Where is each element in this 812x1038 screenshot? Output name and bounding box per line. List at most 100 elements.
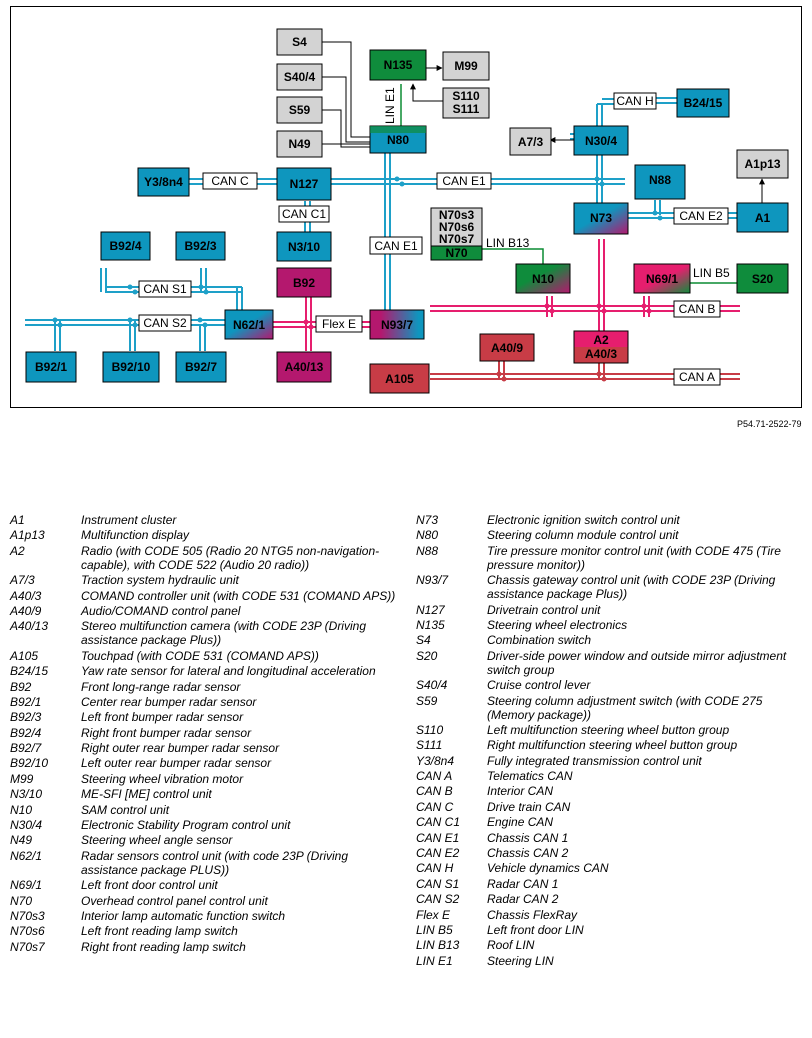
node-n10[interactable]: N10	[515, 263, 571, 294]
node-n62-1[interactable]: N62/1	[224, 309, 274, 340]
legend-description: Electronic Stability Program control uni…	[81, 818, 291, 833]
legend-code: CAN S1	[416, 876, 460, 891]
svg-text:CAN C1: CAN C1	[282, 207, 326, 221]
node-s59[interactable]: S59	[276, 96, 323, 124]
legend-row: S40/4 Cruise control lever	[416, 678, 811, 692]
node-m99[interactable]: M99	[442, 51, 490, 81]
node-b92-3[interactable]: B92/3	[175, 231, 226, 261]
node-b92-4[interactable]: B92/4	[100, 231, 151, 261]
node-s4[interactable]: S4	[276, 28, 323, 56]
legend-description: Cruise control lever	[487, 678, 591, 693]
legend-description: Tire pressure monitor control unit (with…	[487, 543, 781, 572]
svg-text:N70: N70	[445, 246, 467, 260]
legend-description: Left multifunction steering wheel button…	[487, 722, 730, 737]
legend-description: Left front reading lamp switch	[81, 924, 238, 939]
node-n70[interactable]: N70	[430, 245, 483, 261]
node-n69-1[interactable]: N69/1	[633, 263, 691, 294]
node-b92-10[interactable]: B92/10	[102, 351, 160, 383]
node-a1p13[interactable]: A1p13	[736, 149, 789, 179]
node-y3-8n4[interactable]: Y3/8n4	[137, 167, 190, 197]
legend-description: Left front bumper radar sensor	[81, 710, 244, 725]
svg-text:B92/7: B92/7	[185, 360, 217, 374]
label-lin-b13: LIN B13	[486, 236, 530, 250]
node-n80[interactable]: N80	[369, 125, 427, 154]
legend-code: N70s7	[10, 939, 45, 954]
node-b24-15[interactable]: B24/15	[676, 88, 730, 118]
legend-code: N3/10	[10, 787, 43, 802]
legend-description: Touchpad (with CODE 531 (COMAND APS))	[81, 648, 319, 663]
legend-description: Steering wheel vibration motor	[81, 771, 244, 786]
svg-text:A40/3: A40/3	[585, 347, 617, 361]
legend-code: S59	[416, 693, 438, 708]
legend-description: Right front bumper radar sensor	[81, 725, 252, 740]
legend-description: Steering column module control unit	[487, 528, 679, 543]
legend-description: Vehicle dynamics CAN	[487, 861, 609, 876]
node-n93-7[interactable]: N93/7	[369, 309, 425, 340]
legend-code: CAN E1	[416, 830, 460, 845]
legend-code: S4	[416, 633, 431, 648]
svg-text:M99: M99	[454, 59, 478, 73]
node-b92-7[interactable]: B92/7	[175, 351, 227, 383]
node-b92-1[interactable]: B92/1	[25, 351, 77, 383]
diagram-reference: P54.71-2522-79	[737, 419, 802, 429]
legend-description: Center rear bumper radar sensor	[81, 694, 257, 709]
legend-description: Steering column adjustment switch (with …	[487, 693, 763, 722]
node-n73[interactable]: N73	[573, 202, 629, 235]
legend-code: S40/4	[416, 678, 448, 693]
node-a7-3[interactable]: A7/3	[509, 127, 552, 156]
label-can-e1-top: CAN E1	[436, 172, 492, 190]
node-b92[interactable]: B92	[276, 267, 332, 298]
legend-description: Electronic ignition switch control unit	[487, 513, 680, 527]
node-n127[interactable]: N127	[276, 167, 332, 201]
legend-description: Instrument cluster	[81, 513, 177, 527]
legend-description: ME-SFI [ME] control unit	[81, 787, 212, 802]
svg-text:N30/4: N30/4	[585, 134, 617, 148]
node-a40-9[interactable]: A40/9	[479, 333, 535, 362]
node-n30-4[interactable]: N30/4	[573, 125, 629, 156]
legend-description: Steering LIN	[487, 953, 554, 968]
legend-row: N30/4 Electronic Stability Program contro…	[10, 818, 405, 832]
node-n49[interactable]: N49	[276, 130, 323, 158]
legend-description: Fully integrated transmission control un…	[487, 753, 702, 768]
node-a105[interactable]: A105	[369, 363, 430, 394]
svg-text:CAN E1: CAN E1	[374, 239, 418, 253]
svg-text:A40/13: A40/13	[285, 360, 324, 374]
svg-text:A1: A1	[755, 211, 771, 225]
svg-text:CAN H: CAN H	[616, 94, 653, 108]
legend-description: Multifunction display	[81, 528, 190, 543]
node-s20[interactable]: S20	[736, 263, 789, 294]
svg-text:B92/3: B92/3	[184, 239, 216, 253]
node-s40-4[interactable]: S40/4	[276, 63, 323, 91]
svg-text:N80: N80	[387, 133, 409, 147]
legend-code: A40/9	[10, 603, 42, 618]
legend-code: N30/4	[10, 818, 43, 833]
node-a40-13[interactable]: A40/13	[276, 351, 332, 383]
svg-text:N88: N88	[649, 173, 671, 187]
node-n135[interactable]: N135	[369, 49, 427, 81]
node-n88[interactable]: N88	[634, 164, 686, 200]
legend-code: N88	[416, 543, 439, 558]
svg-text:S110: S110	[452, 89, 480, 103]
legend-description: Chassis gateway control unit (with CODE …	[487, 573, 776, 602]
node-a1[interactable]: A1	[736, 202, 789, 233]
node-n3-10[interactable]: N3/10	[276, 231, 332, 262]
legend-description: SAM control unit	[81, 802, 170, 817]
